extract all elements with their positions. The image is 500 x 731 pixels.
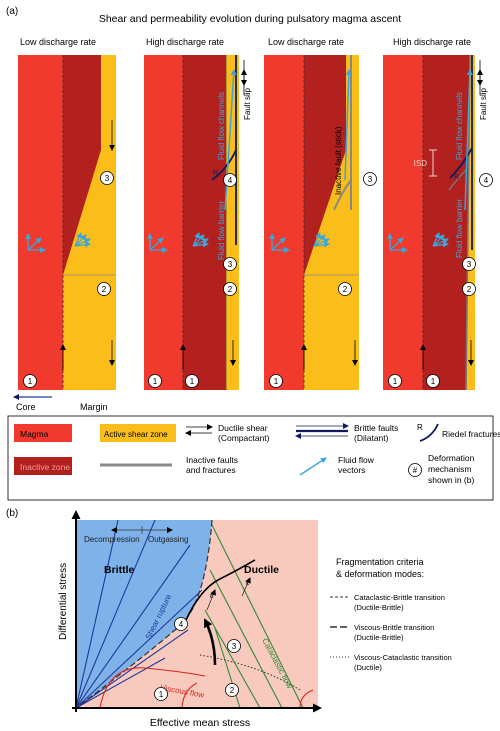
legend-ductile-shear: Ductile shear — [218, 423, 268, 433]
epsilon-2: ε' — [246, 580, 250, 587]
legend-active-shear: Active shear zone — [104, 430, 168, 439]
legend-b-item-1-line1: Cataclastic-Brittle transition — [354, 593, 445, 602]
legend-brittle-dilatant: (Dilatant) — [354, 433, 389, 443]
fault-slip-label: Fault slip — [243, 87, 252, 120]
mechanism-2: 2 — [467, 285, 472, 294]
legend-b-item-2-line1: Viscous-Brittle transition — [354, 623, 434, 632]
decompression-label: Decompression — [84, 535, 140, 544]
mechanism-1: 1 — [153, 377, 158, 386]
inactive-fault-label: Inactive fault (stick) — [334, 126, 343, 195]
legend-inactive-fractures: and fractures — [186, 465, 236, 475]
mechanism-1: 1 — [393, 377, 398, 386]
stress-point-2: 2 — [230, 686, 235, 695]
mechanism-4: 4 — [228, 176, 233, 185]
conduit-column-1: 3 2 1 — [18, 55, 116, 390]
legend-active-shear-swatch — [100, 424, 176, 442]
path-2-to-4 — [203, 618, 217, 666]
riedel-r-label: R — [213, 170, 218, 177]
legend-ductile-compactant: (Compactant) — [218, 433, 270, 443]
legend-mechanism-3: shown in (b) — [428, 475, 474, 485]
legend-mechanism-1: Deformation — [428, 453, 475, 463]
legend-inactive-faults: Inactive faults — [186, 455, 238, 465]
mechanism-2: 2 — [228, 285, 233, 294]
column-title-4: High discharge rate — [393, 37, 471, 47]
legend-riedel: Riedel fractures — [442, 429, 500, 439]
core-label: Core — [16, 402, 36, 412]
mechanism-3: 3 — [105, 174, 110, 183]
brittle-field — [76, 520, 212, 708]
path-4-to-3 — [185, 559, 256, 621]
brittle-label: Brittle — [104, 564, 134, 576]
legend-mechanism-2: mechanism — [428, 464, 471, 474]
legend-b-title-2: & deformation modes: — [336, 569, 424, 579]
conduit-column-2: Fluid flow channels Fluid flow barrier R… — [144, 55, 252, 390]
column-title-1: Low discharge rate — [20, 37, 96, 47]
panel-a-title: Shear and permeability evolution during … — [99, 13, 401, 25]
epsilon-1: ε' — [210, 593, 214, 600]
mechanism-4: 4 — [484, 176, 489, 185]
fluid-flow-barrier-label: Fluid flow barrier — [217, 201, 226, 260]
outgassing-label: Outgassing — [148, 535, 188, 544]
mechanism-3: 3 — [228, 260, 233, 269]
legend-b-item-3-line1: Viscous-Cataclastic transition — [354, 653, 452, 662]
stress-point-1: 1 — [159, 690, 164, 699]
riedel-r-label: R — [454, 174, 459, 181]
mechanism-1: 1 — [190, 377, 195, 386]
mechanism-1: 1 — [431, 377, 436, 386]
panel-b-label: (b) — [6, 508, 18, 519]
panel-a-legend: Magma Inactive zone Active shear zone Du… — [7, 415, 500, 501]
ductile-label: Ductile — [244, 564, 279, 576]
panel-b-legend: Fragmentation criteria & deformation mod… — [330, 557, 452, 672]
panel-a-label: (a) — [6, 6, 18, 17]
legend-b-title-1: Fragmentation criteria — [336, 557, 424, 567]
legend-mechanism-symbol: # — [413, 466, 418, 475]
legend-magma-swatch — [14, 424, 72, 442]
legend-inactive-zone: Inactive zone — [20, 462, 70, 472]
conduit-column-3: Inactive fault (stick) 3 2 1 — [264, 55, 377, 390]
fluid-flow-channels-label: Fluid flow channels — [455, 92, 464, 160]
margin-label: Margin — [80, 402, 108, 412]
stress-diagram: Viscous flow ε' ε' 1 2 3 4 Brittle Ducti… — [75, 519, 318, 709]
x-axis-label: Effective mean stress — [150, 717, 250, 729]
legend-b-item-3-line2: (Ductile) — [354, 663, 382, 672]
mechanism-2: 2 — [343, 285, 348, 294]
stress-point-3: 3 — [232, 642, 237, 651]
mechanism-3: 3 — [467, 260, 472, 269]
legend-b-item-2-line2: (Ductile-Brittle) — [354, 633, 404, 642]
mechanism-2: 2 — [102, 285, 107, 294]
mechanism-3: 3 — [368, 175, 373, 184]
column-title-3: Low discharge rate — [268, 37, 344, 47]
cataclastic-flow-lines — [204, 524, 304, 709]
fluid-flow-barrier-label: Fluid flow barrier — [455, 199, 464, 258]
fault-slip-label: Fault slip — [479, 87, 488, 120]
legend-brittle-faults: Brittle faults — [354, 423, 398, 433]
cataclastic-brittle-transition — [75, 519, 213, 709]
legend-fluid-flow-arrow — [299, 457, 327, 476]
shear-rupture-lines — [75, 519, 203, 709]
y-axis-label: Differential stress — [58, 563, 69, 640]
conduit-column-4: Fluid flow channels Fluid flow barrier R… — [383, 54, 493, 391]
mechanism-1: 1 — [274, 377, 279, 386]
legend-fluid-flow: Fluid flow — [338, 455, 375, 465]
viscous-cataclastic-transition — [199, 654, 301, 691]
legend-fluid-vectors: vectors — [338, 465, 365, 475]
viscous-flow-curves — [99, 667, 314, 709]
isd-label: ISD — [414, 159, 428, 168]
legend-riedel-symbol — [419, 423, 439, 442]
legend-magma: Magma — [20, 429, 49, 439]
legend-b-item-1-line2: (Ductile-Brittle) — [354, 603, 404, 612]
column-title-2: High discharge rate — [146, 37, 224, 47]
fluid-flow-channels-label: Fluid flow channels — [217, 92, 226, 160]
stress-point-4: 4 — [179, 620, 184, 629]
legend-riedel-r: R — [417, 423, 423, 432]
mechanism-1: 1 — [28, 377, 33, 386]
